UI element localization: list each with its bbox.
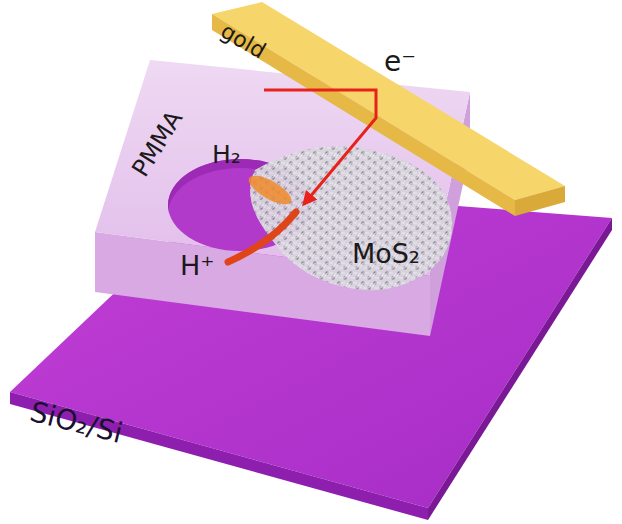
gold-electrode: [212, 2, 565, 200]
h2-evolution-site: [245, 170, 296, 210]
proton-path: [228, 212, 296, 262]
part-label: H⁺: [180, 252, 215, 279]
part-label: MoS₂: [352, 240, 420, 267]
electron-path: [264, 90, 376, 204]
part-label: e⁻: [384, 48, 416, 76]
gold-electrode-front: [212, 14, 515, 216]
mos2-flake: [250, 146, 452, 290]
substrate-edge: [10, 392, 428, 520]
part-label: H₂: [212, 142, 241, 167]
gold-electrode-side: [515, 186, 565, 216]
substrate-edge: [428, 218, 612, 520]
